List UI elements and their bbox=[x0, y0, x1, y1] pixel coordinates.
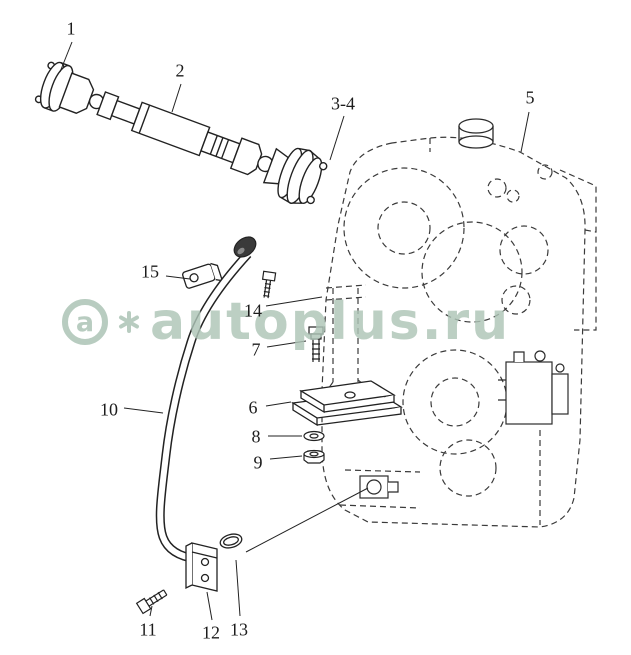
bolt-14 bbox=[261, 270, 277, 299]
lower-bracket bbox=[185, 542, 218, 592]
part-label-12: 12 bbox=[202, 622, 220, 643]
drive-shaft-assembly bbox=[34, 61, 328, 205]
leader-lines bbox=[59, 41, 530, 621]
bolt-11 bbox=[135, 589, 168, 615]
part-label-7: 7 bbox=[251, 339, 261, 360]
clamp bbox=[182, 262, 224, 289]
gearbox-housing-outline bbox=[321, 136, 597, 528]
part-label-9: 9 bbox=[253, 452, 263, 473]
part-label-13: 13 bbox=[230, 619, 248, 640]
part-label-8: 8 bbox=[251, 426, 261, 447]
nut bbox=[303, 449, 325, 464]
washer bbox=[303, 430, 325, 442]
o-ring bbox=[219, 533, 243, 549]
bolt-7 bbox=[308, 326, 324, 362]
part-label-1: 1 bbox=[66, 18, 76, 39]
part-label-15: 15 bbox=[141, 261, 159, 282]
filler-tube bbox=[155, 236, 257, 565]
breather-cap bbox=[458, 118, 494, 149]
part-label-10: 10 bbox=[100, 399, 118, 420]
part-label-14: 14 bbox=[244, 300, 262, 321]
drain-fitting bbox=[359, 475, 399, 499]
bracket-plate bbox=[291, 380, 403, 427]
part-label-2: 2 bbox=[175, 60, 185, 81]
valve-block bbox=[498, 350, 569, 425]
part-label-6: 6 bbox=[248, 397, 258, 418]
part-label-5: 5 bbox=[525, 87, 535, 108]
part-label-11: 11 bbox=[139, 619, 157, 640]
part-label-3-4: 3-4 bbox=[331, 93, 355, 114]
